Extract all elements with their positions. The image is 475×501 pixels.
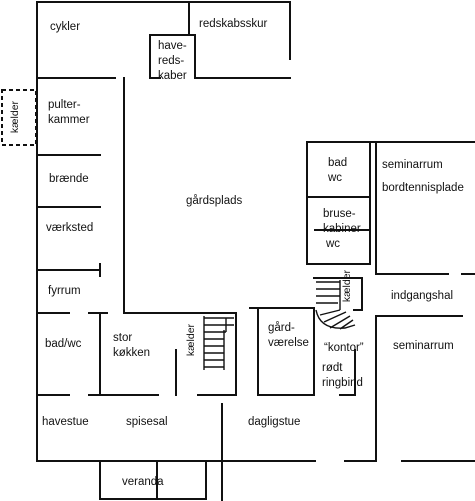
room-stor-koekken-line2: køkken (113, 347, 151, 359)
kaelder-label-office: kælder (341, 269, 353, 303)
room-pulterkammer: pulter- kammer (48, 98, 90, 128)
room-brusekabiner-line1: bruse- (323, 208, 356, 220)
stair-step (319, 309, 341, 316)
room-haveredskaber-line2: reds- (158, 55, 185, 67)
office-stair (315, 280, 356, 330)
room-redskabsskur: redskabsskur (199, 18, 268, 30)
room-kontor: “kontor” (324, 342, 364, 354)
room-haveredskaber-line3: kaber (158, 70, 187, 82)
room-stor-koekken: stor køkken (113, 331, 150, 361)
room-gaardvaerelse-line1: gård- (268, 322, 295, 334)
kaelder-label-kitchen: kælder (185, 323, 197, 357)
room-gaardvaerelse: gård- værelse (268, 321, 309, 351)
kaelder-outline (1, 89, 37, 146)
room-roedt-ringbind-line1: rødt (322, 362, 343, 374)
room-seminarrum-top: seminarrum (382, 159, 443, 171)
room-braende: brænde (49, 173, 89, 185)
room-brusekabiner-line2: kabiner (323, 223, 361, 235)
room-indgangshal: indgangshal (391, 290, 454, 302)
room-roedt-ringbind-line2: ringbind (322, 377, 363, 389)
room-cykler: cykler (50, 21, 81, 33)
room-bordtennisplade: bordtennisplade (382, 182, 464, 194)
room-haveredskaber: have- reds- kaber (158, 39, 187, 84)
room-pulterkammer-line1: pulter- (48, 99, 81, 111)
room-bad-wc-left: bad/wc (45, 338, 82, 350)
room-havestue: havestue (42, 416, 89, 428)
room-stor-koekken-line1: stor (113, 332, 133, 344)
stair-step (329, 315, 351, 329)
room-gaardsplads: gårdsplads (186, 195, 243, 207)
room-bad-wc-right: bad wc (328, 156, 347, 186)
room-vaerksted: værksted (46, 222, 94, 234)
room-gaardvaerelse-line2: værelse (268, 337, 309, 349)
room-seminarrum-bottom: seminarrum (393, 340, 454, 352)
room-pulterkammer-line2: kammer (48, 114, 90, 126)
room-veranda: veranda (122, 476, 164, 488)
room-wc: wc (326, 238, 341, 250)
stair-step (323, 311, 347, 323)
room-roedt-ringbind: rødt ringbind (322, 361, 363, 391)
room-bad-wc-right-line1: bad (328, 157, 348, 169)
kitchen-stair (203, 316, 234, 370)
kaelder-label-outside: kælder (9, 100, 21, 134)
room-haveredskaber-line1: have- (158, 40, 187, 52)
room-brusekabiner: bruse- kabiner (323, 207, 361, 237)
room-bad-wc-right-line2: wc (328, 172, 343, 184)
room-dagligstue: dagligstue (248, 416, 301, 428)
stair-curve (315, 309, 356, 329)
room-spisesal: spisesal (126, 416, 168, 428)
room-fyrrum: fyrrum (48, 285, 81, 297)
